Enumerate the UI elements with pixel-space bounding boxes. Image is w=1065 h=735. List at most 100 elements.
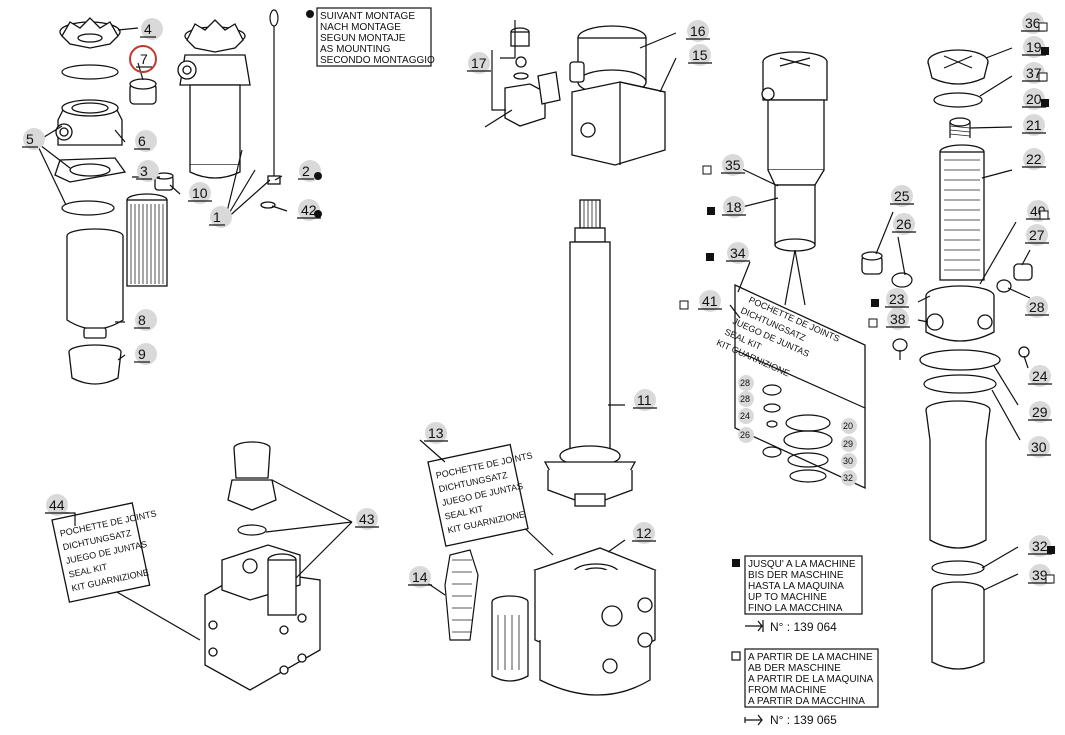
callout-28: 28 [1029,299,1045,315]
note-assembly: SUIVANT MONTAGE NACH MONTAGE SEGUN MONTA… [306,7,435,67]
filter-assembly [35,9,288,385]
part-seal-ring-43 [237,524,267,536]
callout-20: 20 [1026,91,1042,107]
kit-item-7: 32 [843,473,853,483]
callout-37: 37 [1026,65,1042,81]
callout-bubble-27 [1026,224,1048,246]
marker-open-square-4 [868,318,878,328]
part-o-ring-top [61,64,119,80]
marker-filled-square-3 [871,299,879,307]
callout-bubble-6 [135,130,157,152]
marker-filled-square-1 [1041,99,1049,107]
kit-item-6: 30 [843,456,853,466]
kit-item-5: 29 [843,439,853,449]
callout-30: 30 [1031,439,1047,455]
callout-bubble-20 [1023,88,1045,110]
solenoid-valve [484,20,677,166]
callout-bubble-13 [425,422,447,444]
note-assembly-line-2: NACH MONTAGE [320,22,401,33]
marker-dot-0 [314,172,322,180]
marker-filled-square-4 [707,207,715,215]
part-filter-bowl [66,228,124,339]
part-dipstick [260,9,281,209]
callout-22: 22 [1026,151,1042,167]
callout-43: 43 [359,511,375,527]
kit-item-bubble-4 [841,418,857,434]
callout-bubble-4 [141,18,163,40]
kit-item-bubble-3 [738,427,754,443]
callout-12: 12 [636,525,652,541]
note-from-line-1: A PARTIR DE LA MACHINE [748,652,873,663]
callout-7: 7 [140,51,148,67]
callout-2: 2 [302,163,310,179]
note-from-number: N° : 139 065 [770,713,837,727]
callout-1: 1 [213,209,221,225]
marker-filled-square-5 [706,253,714,261]
callout-bubble-22 [1023,148,1045,170]
marker-open-square-3 [1045,574,1055,584]
marker-open-square-2 [1039,210,1049,220]
kit-item-bubble-2 [738,408,754,424]
callout-bubble-23 [886,288,908,310]
callout-bubble-17 [468,52,490,74]
part-bushing-7 [129,78,157,105]
part-filter-head [55,99,123,146]
note-from-line-5: A PARTIR DA MACCHINA [748,696,865,707]
kit-item-bubble-6 [841,453,857,469]
steering-column [543,199,637,507]
callout-42: 42 [301,202,317,218]
part-filter-assembled [177,19,251,179]
callout-bubble-12 [633,522,655,544]
callout-13: 13 [428,425,444,441]
note-until-line-5: FINO LA MACCHINA [748,603,843,614]
kit-item-bubble-1 [738,391,754,407]
callout-44: 44 [49,497,65,513]
callout-36: 36 [1025,15,1041,31]
callout-17: 17 [471,55,487,71]
callout-bubble-28 [1026,296,1048,318]
callout-26: 26 [896,216,912,232]
seal-kit-44: POCHETTE DE JOINTS DICHTUNGSATZ JUEGO DE… [51,502,157,603]
callout-bubble-41 [699,290,721,312]
marker-open-square-0 [1038,22,1048,32]
callout-bubble-9 [135,343,157,365]
callout-18: 18 [726,199,742,215]
kit-item-4: 20 [843,421,853,431]
callout-bubble-5 [23,128,45,150]
kit-item-1: 28 [740,394,750,404]
callout-10: 10 [192,185,208,201]
callout-11: 11 [637,392,652,408]
callout-24: 24 [1032,368,1048,384]
callout-bubble-18 [723,196,745,218]
callout-38: 38 [890,311,906,327]
callout-6: 6 [138,133,146,149]
note-from-line-4: FROM MACHINE [748,685,827,696]
marker-open-square-6 [679,300,689,310]
note-until-line-4: UP TO MACHINE [748,592,827,603]
callout-markers [314,22,1055,584]
kit-item-3: 26 [740,430,750,440]
steering-unit [494,499,657,696]
note-from-line-2: AB DER MASCHINE [748,663,841,674]
callout-27: 27 [1029,227,1045,243]
kit-item-bubble-0 [738,375,754,391]
note-from-machine: A PARTIR DE LA MACHINE AB DER MASCHINE A… [731,648,879,727]
callout-9: 9 [138,346,146,362]
highlight-part-7 [129,45,157,73]
kit-item-bubble-7 [841,470,857,486]
callout-5: 5 [26,131,34,147]
callout-bubble-8 [135,309,157,331]
callout-bubble-1 [210,206,232,228]
callout-15: 15 [692,47,708,63]
callout-bubble-38 [887,308,909,330]
marker-filled-square-0 [1041,47,1049,55]
note-assembly-line-4: AS MOUNTING [320,44,391,55]
kit-item-bubble-5 [841,436,857,452]
callout-14: 14 [412,569,428,585]
callout-35: 35 [725,157,741,173]
callout-bubble-35 [722,154,744,176]
seal-kit-34: POCHETTE DE JOINTS DICHTUNGSATZ JUEGO DE… [715,261,866,490]
callout-bubble-14 [409,566,431,588]
